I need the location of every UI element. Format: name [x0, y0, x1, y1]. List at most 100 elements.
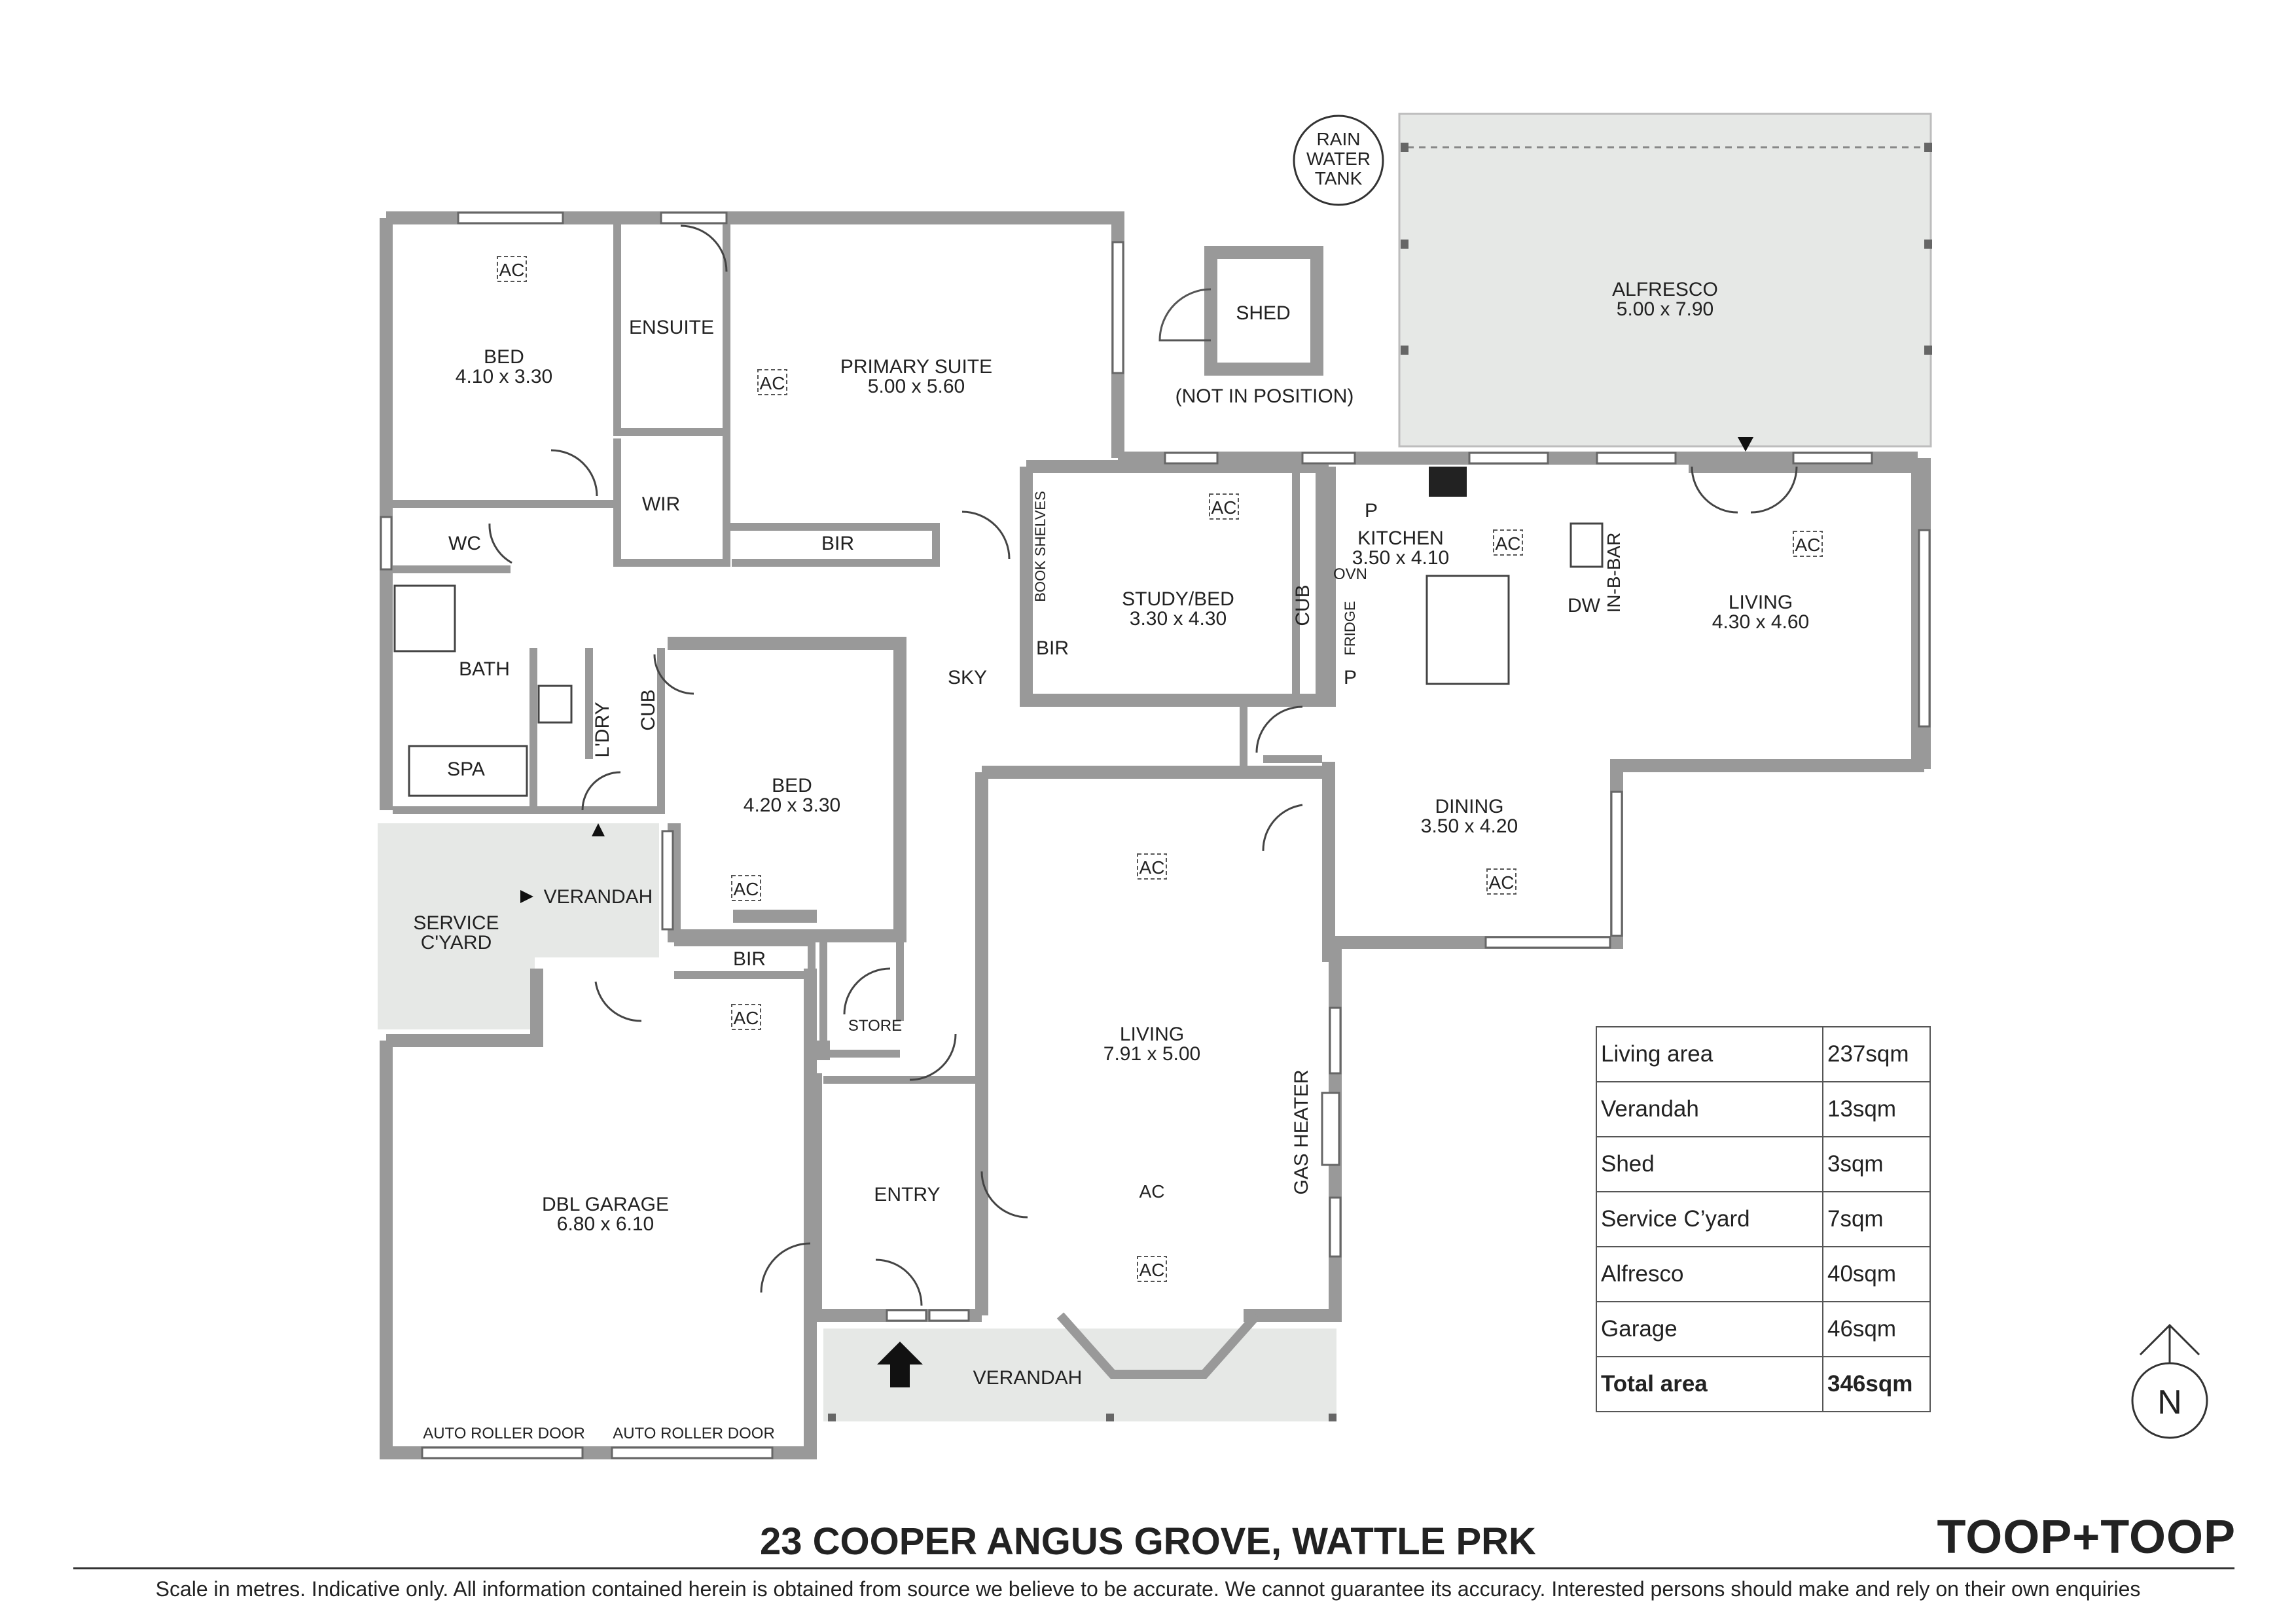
wc-label: WC: [448, 533, 481, 554]
area-value: 346sqm: [1822, 1356, 1931, 1412]
shed-note: (NOT IN POSITION): [1175, 385, 1354, 407]
ac-marker: AC: [731, 1004, 761, 1030]
ac-marker: AC: [497, 256, 527, 282]
property-address: 23 COOPER ANGUS GROVE, WATTLE PRK: [760, 1520, 1536, 1563]
alfresco-dims: 5.00 x 7.90: [1617, 298, 1713, 320]
shed-label: SHED: [1236, 302, 1290, 324]
area-value: 46sqm: [1822, 1301, 1931, 1357]
tank-label-2: WATER: [1306, 149, 1371, 169]
area-label: Verandah: [1596, 1081, 1823, 1137]
side-verandah-arrow: [592, 823, 605, 836]
living-main-label: LIVING: [1120, 1024, 1184, 1045]
living-main-dims: 7.91 x 5.00: [1103, 1043, 1200, 1065]
entry-label: ENTRY: [874, 1184, 940, 1205]
courtyard-arrow: [520, 890, 533, 903]
pantry-1-label: P: [1365, 500, 1378, 522]
ac-marker: AC: [1139, 1181, 1165, 1202]
bir2-label: BIR: [733, 948, 766, 970]
garage-dims: 6.80 x 6.10: [557, 1213, 654, 1235]
kitchen-label: KITCHEN: [1357, 527, 1444, 549]
alfresco-label: ALFRESCO: [1612, 279, 1718, 300]
north-label: N: [2157, 1383, 2182, 1421]
footer-divider: [73, 1567, 2234, 1569]
ac-marker: AC: [757, 369, 787, 395]
gas-heater-label: GAS HEATER: [1291, 1069, 1312, 1194]
area-value: 40sqm: [1822, 1246, 1931, 1302]
door-swings: [488, 224, 1798, 1306]
living-rear-dims: 4.30 x 4.60: [1712, 611, 1809, 633]
disclaimer-text: Scale in metres. Indicative only. All in…: [155, 1577, 2141, 1601]
fridge-label: FRIDGE: [1342, 601, 1358, 655]
dishwasher-label: DW: [1568, 595, 1601, 616]
area-value: 237sqm: [1822, 1026, 1931, 1082]
bed1-label: BED: [484, 346, 524, 368]
svg-text:AC: AC: [760, 373, 785, 393]
interior-walls: [393, 223, 1336, 1315]
area-label: Alfresco: [1596, 1246, 1823, 1302]
svg-text:AC: AC: [1139, 1181, 1165, 1202]
shower-tray: [393, 584, 456, 652]
north-arrow: [2131, 1323, 2208, 1439]
front-entry-arrow: [877, 1342, 923, 1387]
primary-suite-dims: 5.00 x 5.60: [868, 376, 965, 397]
ensuite-label: ENSUITE: [629, 317, 714, 338]
kitchen-dims: 3.50 x 4.10: [1352, 547, 1449, 569]
bath-label: BATH: [459, 658, 510, 680]
alfresco-entry-arrow: [1738, 437, 1753, 452]
verandah-posts: [828, 1414, 1336, 1421]
svg-text:AC: AC: [1211, 497, 1237, 518]
roller-door-1-label: AUTO ROLLER DOOR: [423, 1425, 585, 1442]
rain-water-tank: [1293, 115, 1384, 206]
kitchen-sink: [1570, 522, 1604, 568]
book-shelves-label: BOOK SHELVES: [1032, 491, 1049, 602]
tank-label-1: RAIN: [1317, 129, 1361, 149]
alfresco-area: [1398, 113, 1932, 448]
side-verandah-label: VERANDAH: [544, 886, 653, 908]
area-label: Service C’yard: [1596, 1191, 1823, 1247]
in-b-bar-label: IN-B-BAR: [1604, 533, 1624, 613]
bed2-dims: 4.20 x 3.30: [744, 794, 840, 816]
agency-logo: TOOP+TOOP: [1937, 1511, 2236, 1563]
svg-text:AC: AC: [1496, 533, 1521, 554]
roller-door-2-label: AUTO ROLLER DOOR: [613, 1425, 775, 1442]
bay-window: [1056, 1312, 1261, 1379]
living-rear-label: LIVING: [1729, 592, 1793, 613]
cub1-label: CUB: [637, 689, 659, 730]
ac-marker: AC: [1793, 531, 1823, 557]
front-verandah-label: VERANDAH: [973, 1367, 1083, 1389]
ldry-label: L'DRY: [592, 702, 613, 757]
area-value: 7sqm: [1822, 1191, 1931, 1247]
spa-label: SPA: [447, 758, 485, 780]
svg-text:AC: AC: [734, 879, 759, 899]
area-value: 13sqm: [1822, 1081, 1931, 1137]
area-label: Living area: [1596, 1026, 1823, 1082]
area-value: 3sqm: [1822, 1136, 1931, 1192]
svg-text:AC: AC: [1139, 1260, 1165, 1280]
oven-label: OVN: [1333, 565, 1367, 583]
bed2-label: BED: [772, 775, 812, 796]
study-dims: 3.30 x 4.30: [1130, 608, 1227, 630]
svg-text:AC: AC: [1795, 535, 1821, 555]
service-courtyard-area: [378, 823, 535, 1029]
room-labels: BED 4.10 x 3.30 ENSUITE PRIMARY SUITE 5.…: [413, 129, 1809, 1442]
ac-markers: AC AC AC AC AC AC AC AC AC AC AC: [497, 256, 1823, 1282]
dining-dims: 3.50 x 4.20: [1421, 815, 1518, 837]
bath-spa-tub: [408, 745, 528, 797]
garage-label: DBL GARAGE: [542, 1194, 669, 1215]
ac-marker: AC: [1137, 853, 1167, 880]
shed-structure: [1204, 246, 1323, 376]
tank-label-3: TANK: [1315, 168, 1363, 188]
side-verandah-area: [535, 823, 659, 957]
svg-text:AC: AC: [1489, 872, 1515, 893]
wir-label: WIR: [642, 493, 680, 515]
area-label: Total area: [1596, 1356, 1823, 1412]
primary-suite-label: PRIMARY SUITE: [840, 356, 992, 378]
